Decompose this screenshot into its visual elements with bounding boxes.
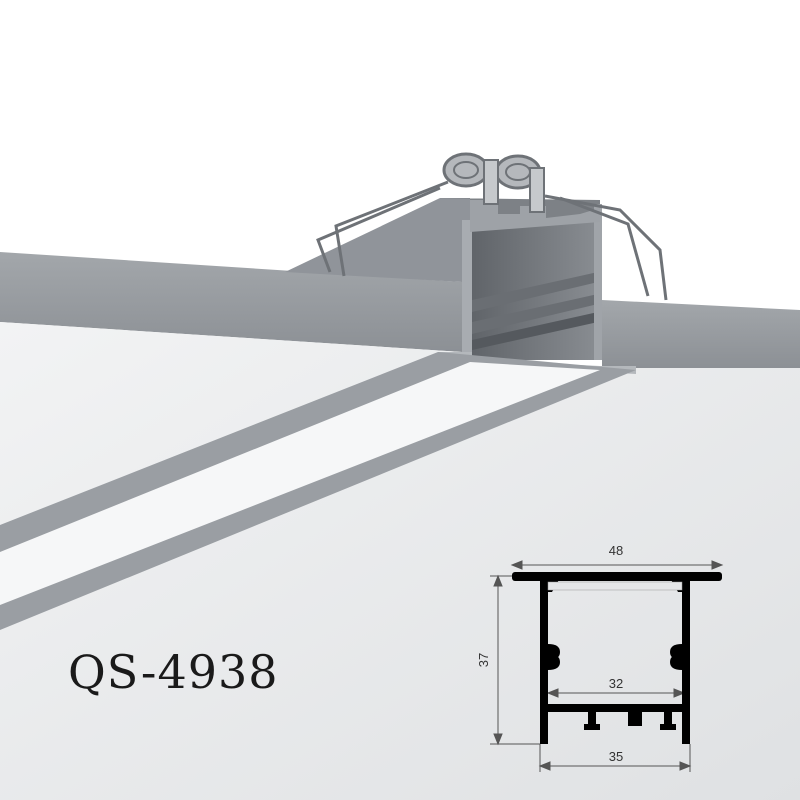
profile-housing bbox=[285, 198, 636, 374]
cross-section-drawing: 48 37 32 35 bbox=[476, 543, 724, 772]
dim-bottom-width: 35 bbox=[609, 749, 623, 764]
ceiling-slab bbox=[0, 252, 800, 800]
spring-coils bbox=[442, 152, 545, 213]
recessed-channel bbox=[0, 352, 636, 630]
model-number: QS-4938 bbox=[68, 645, 279, 699]
dim-inner-width: 32 bbox=[609, 676, 623, 691]
dim-top-width: 48 bbox=[609, 543, 623, 558]
spring-clips bbox=[316, 180, 668, 301]
dim-height: 37 bbox=[476, 653, 491, 667]
